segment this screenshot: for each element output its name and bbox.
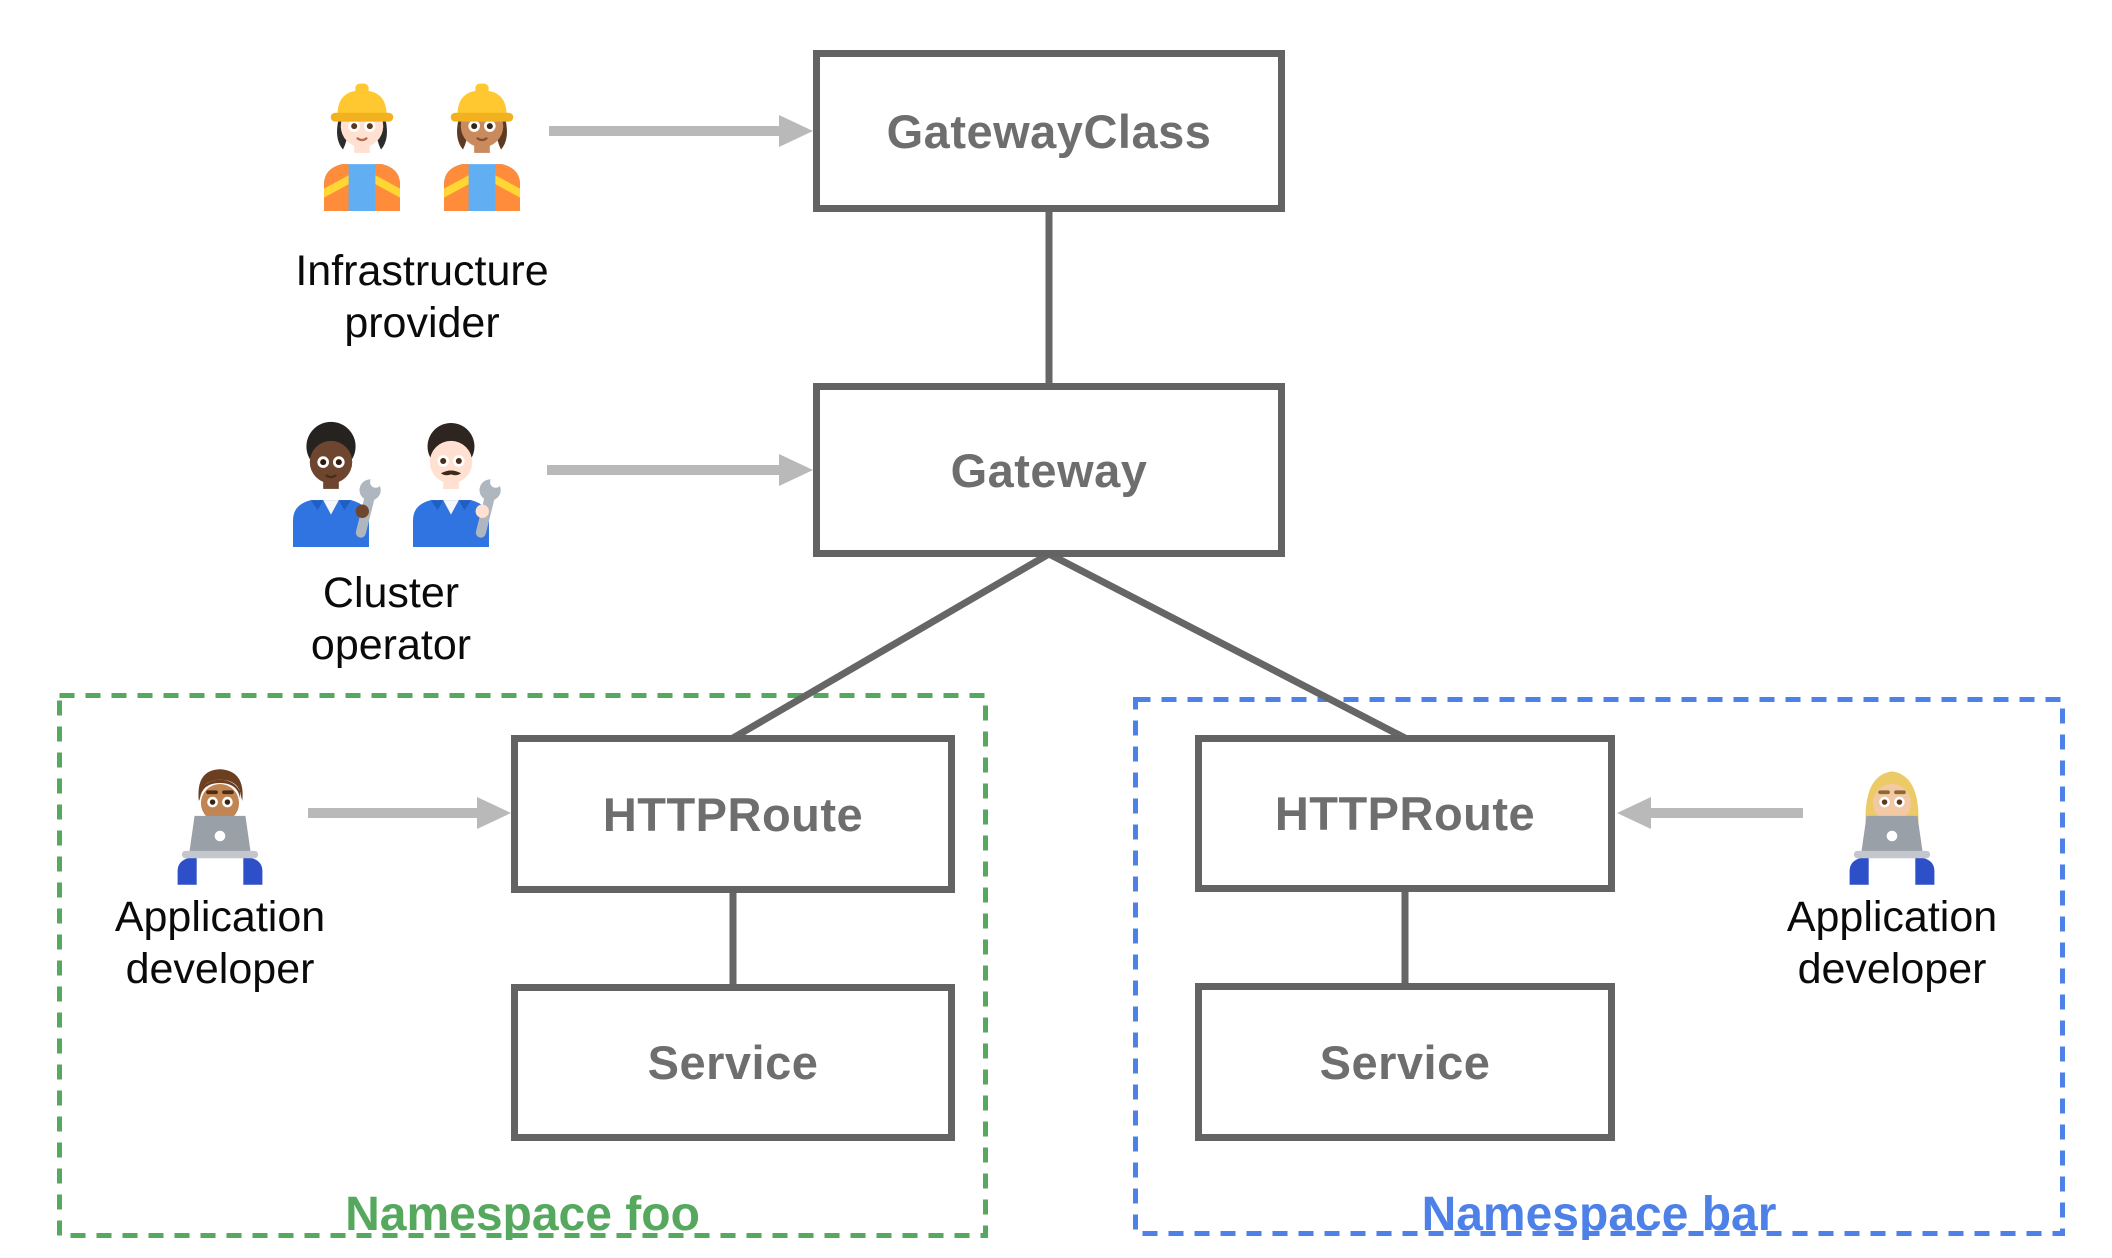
application-developer-foo-icons xyxy=(167,752,273,885)
cluster-operator-persona: Cluster operator xyxy=(231,404,551,671)
woman-technologist-blond-icon xyxy=(1849,771,1935,885)
namespace-bar-label: Namespace bar xyxy=(1421,1188,1777,1241)
service-bar-box: Service xyxy=(1195,983,1615,1141)
woman-construction-worker-medium-icon xyxy=(444,83,520,211)
gateway-label: Gateway xyxy=(950,443,1148,497)
cluster-operator-arrow xyxy=(547,454,813,486)
namespace-foo-label: Namespace foo xyxy=(345,1188,700,1241)
application-developer-foo-label: Application developer xyxy=(114,893,326,993)
gatewayclass-box: GatewayClass xyxy=(813,50,1285,212)
mechanic-dark-skin-icon xyxy=(293,421,382,547)
man-technologist-medium-icon xyxy=(177,769,263,885)
gateway-box: Gateway xyxy=(813,383,1285,557)
application-developer-foo-persona: Application developer xyxy=(70,752,370,995)
cluster-operator-label: Cluster operator xyxy=(310,569,472,669)
gatewayclass-label: GatewayClass xyxy=(886,104,1212,158)
namespace-bar-border xyxy=(1133,697,2065,1236)
httproute-foo-label: HTTPRoute xyxy=(602,787,864,841)
man-mechanic-light-icon xyxy=(413,422,502,547)
application-developer-bar-persona: Application developer xyxy=(1742,752,2042,995)
gateway-httproute-bar-connector xyxy=(1047,550,1407,742)
gateway-httproute-foo-connector xyxy=(731,550,1051,742)
httproute-bar-box: HTTPRoute xyxy=(1195,735,1615,892)
infrastructure-provider-label: Infrastructure provider xyxy=(295,247,549,347)
service-bar-label: Service xyxy=(1319,1035,1491,1089)
infrastructure-provider-arrow xyxy=(549,115,813,147)
application-developer-bar-icons xyxy=(1839,752,1945,885)
namespace-foo-border xyxy=(57,693,988,1238)
woman-construction-worker-light-icon xyxy=(324,83,400,211)
application-developer-foo-arrow xyxy=(308,797,511,829)
infrastructure-provider-persona: Infrastructure provider xyxy=(252,68,592,349)
laptop-icon xyxy=(181,815,259,859)
application-developer-bar-label: Application developer xyxy=(1786,893,1998,993)
laptop-icon xyxy=(1853,815,1931,859)
application-developer-bar-arrow xyxy=(1617,797,1803,829)
wrench-icon xyxy=(475,476,502,538)
service-foo-label: Service xyxy=(647,1036,819,1089)
httproute-bar-label: HTTPRoute xyxy=(1274,787,1536,840)
infrastructure-provider-icons xyxy=(306,68,538,211)
httproute-foo-box: HTTPRoute xyxy=(511,735,955,893)
service-foo-box: Service xyxy=(511,984,955,1141)
wrench-icon xyxy=(355,476,382,538)
cluster-operator-icons xyxy=(275,404,507,547)
